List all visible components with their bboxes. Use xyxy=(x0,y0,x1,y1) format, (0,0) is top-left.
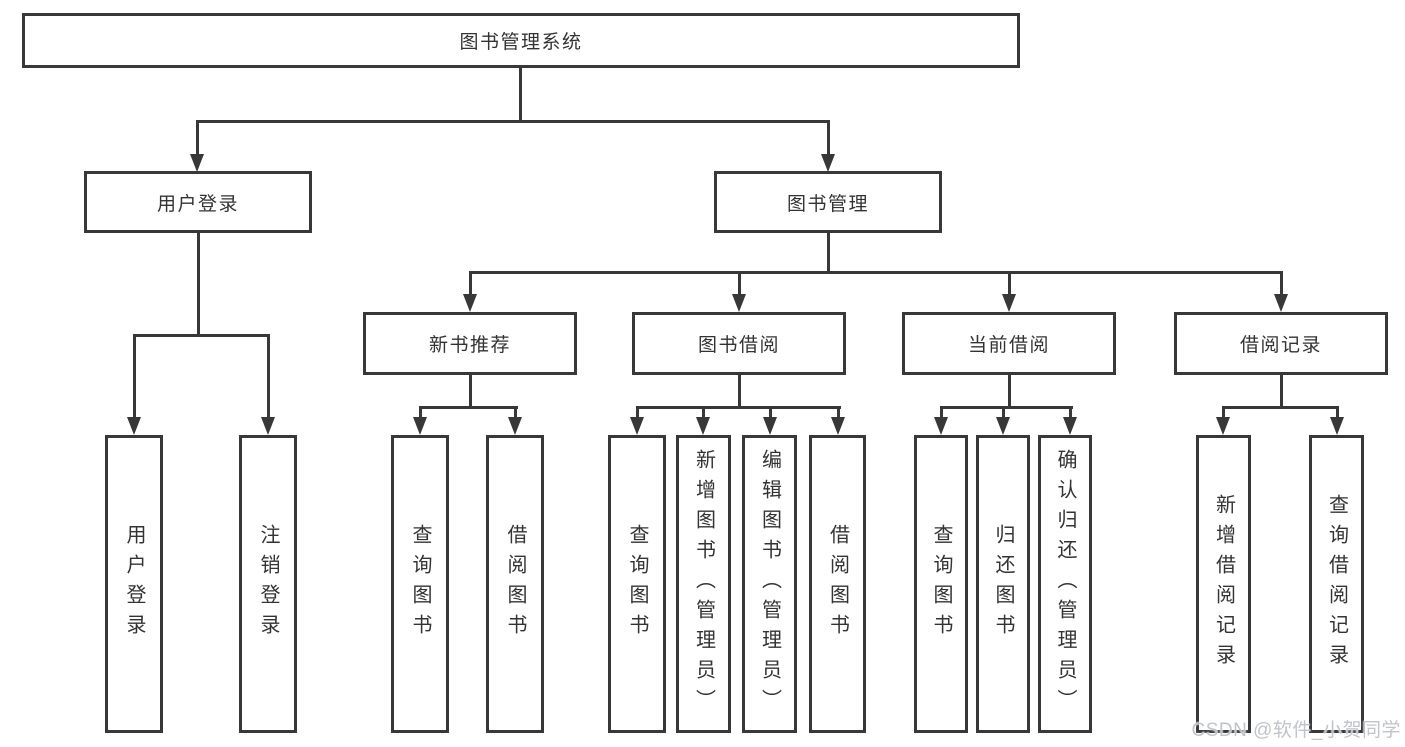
leaf-add-borrow-record: 新增借阅记录 xyxy=(1196,435,1251,733)
leaf-user-login-label: 用户登录 xyxy=(123,524,145,644)
node-user-login-group-label: 用户登录 xyxy=(156,193,239,215)
node-new-books-label: 新书推荐 xyxy=(428,335,511,356)
leaf-query-books-b-label: 查询图书 xyxy=(626,524,648,644)
connector-stem-query-books-a xyxy=(418,406,422,419)
connector-stem-borrow-books-a xyxy=(513,406,517,419)
leaf-borrow-books-a-label: 借阅图书 xyxy=(504,524,526,644)
leaf-return-books: 归还图书 xyxy=(976,435,1030,733)
arrowhead-borrow-books-a xyxy=(507,417,522,435)
connector-stem-confirm-return xyxy=(1068,406,1072,419)
arrowhead-leaf-logout xyxy=(260,417,275,435)
leaf-return-books-label: 归还图书 xyxy=(992,524,1014,644)
connector-stem-leaf-logout xyxy=(266,334,270,418)
connector-stem-edit-books xyxy=(768,406,772,419)
arrowhead-book-mgmt xyxy=(820,154,835,172)
connector-stem-add-books xyxy=(701,406,705,419)
arrowhead-add-books xyxy=(695,417,710,435)
arrowhead-new-books xyxy=(462,294,477,312)
node-book-mgmt: 图书管理 xyxy=(714,171,942,233)
node-borrow-records-label: 借阅记录 xyxy=(1239,335,1322,356)
leaf-query-borrow-record: 查询借阅记录 xyxy=(1309,435,1364,733)
leaf-borrow-books-b: 借阅图书 xyxy=(809,435,866,733)
connector-stem-borrow-books-b xyxy=(836,406,840,419)
arrowhead-query-books-b xyxy=(629,417,644,435)
connector-stem-add-borrow-record xyxy=(1221,406,1225,419)
leaf-edit-books-admin-label: 编辑图书（管理员） xyxy=(758,449,781,719)
leaf-query-books-c: 查询图书 xyxy=(914,435,968,733)
leaf-confirm-return-admin-label: 确认归还（管理员） xyxy=(1054,449,1076,719)
node-book-borrow: 图书借阅 xyxy=(632,312,846,375)
arrowhead-current-borrow xyxy=(1001,294,1016,312)
node-book-mgmt-label: 图书管理 xyxy=(786,193,869,215)
leaf-query-books-a: 查询图书 xyxy=(391,435,449,733)
leaf-add-borrow-record-label: 新增借阅记录 xyxy=(1212,494,1235,674)
leaf-add-books-admin-label: 新增图书（管理员） xyxy=(692,449,715,719)
connector-stem-borrow-records xyxy=(1279,271,1283,296)
connector-stem-query-borrow-record xyxy=(1335,406,1339,419)
csdn-watermark: CSDN @软件_小贺同学 xyxy=(1191,720,1401,741)
connector-current-borrow-trunk xyxy=(1007,375,1011,409)
leaf-confirm-return-admin: 确认归还（管理员） xyxy=(1038,435,1092,733)
arrowhead-query-borrow-record xyxy=(1329,417,1344,435)
arrowhead-add-borrow-record xyxy=(1215,417,1230,435)
connector-user-login-bar xyxy=(132,334,270,337)
connector-stem-leaf-user-login xyxy=(132,334,136,418)
arrowhead-book-borrow xyxy=(731,294,746,312)
node-user-login-group: 用户登录 xyxy=(84,171,312,233)
connector-new-books-trunk xyxy=(468,375,472,409)
connector-stem-user-login xyxy=(195,120,199,156)
connector-current-borrow-bar xyxy=(939,406,1073,409)
connector-book-mgmt-trunk xyxy=(826,232,830,274)
arrowhead-edit-books xyxy=(762,417,777,435)
arrowhead-query-books-a xyxy=(412,417,427,435)
node-book-borrow-label: 图书借阅 xyxy=(697,335,780,356)
node-root: 图书管理系统 xyxy=(22,13,1020,68)
connector-stem-book-mgmt xyxy=(826,120,830,156)
connector-borrow-records-trunk xyxy=(1279,375,1283,409)
connector-book-borrow-trunk xyxy=(737,375,741,409)
arrowhead-user-login xyxy=(189,154,204,172)
connector-stem-query-books-c xyxy=(939,406,943,419)
connector-book-borrow-bar xyxy=(635,406,841,409)
connector-root-trunk xyxy=(519,68,522,120)
arrowhead-leaf-user-login xyxy=(126,417,141,435)
arrowhead-borrow-books-b xyxy=(830,417,845,435)
connector-user-login-trunk xyxy=(196,232,200,337)
node-current-borrow-label: 当前借阅 xyxy=(967,335,1050,356)
leaf-query-borrow-record-label: 查询借阅记录 xyxy=(1325,494,1348,674)
connector-new-books-bar xyxy=(418,406,518,409)
arrowhead-borrow-records xyxy=(1273,294,1288,312)
arrowhead-query-books-c xyxy=(933,417,948,435)
leaf-add-books-admin: 新增图书（管理员） xyxy=(676,435,731,733)
leaf-borrow-books-a: 借阅图书 xyxy=(486,435,544,733)
connector-stem-return-books xyxy=(1001,406,1005,419)
connector-stem-current-borrow xyxy=(1007,271,1011,296)
connector-root-bar xyxy=(196,120,830,123)
arrowhead-confirm-return xyxy=(1062,417,1077,435)
node-root-label: 图书管理系统 xyxy=(459,32,583,53)
connector-stem-new-books xyxy=(468,271,472,296)
leaf-query-books-a-label: 查询图书 xyxy=(409,524,431,644)
node-borrow-records: 借阅记录 xyxy=(1174,312,1388,375)
leaf-borrow-books-b-label: 借阅图书 xyxy=(826,524,849,644)
connector-book-mgmt-bar xyxy=(469,271,1283,274)
arrowhead-return-books xyxy=(995,417,1010,435)
leaf-edit-books-admin: 编辑图书（管理员） xyxy=(742,435,797,733)
node-new-books: 新书推荐 xyxy=(363,312,577,375)
connector-stem-query-books-b xyxy=(635,406,639,419)
node-current-borrow: 当前借阅 xyxy=(902,312,1116,375)
leaf-logout-label: 注销登录 xyxy=(257,524,279,644)
leaf-logout: 注销登录 xyxy=(239,435,297,733)
leaf-query-books-c-label: 查询图书 xyxy=(930,524,952,644)
connector-stem-book-borrow xyxy=(737,271,741,296)
leaf-user-login: 用户登录 xyxy=(105,435,163,733)
leaf-query-books-b: 查询图书 xyxy=(608,435,666,733)
connector-borrow-records-bar xyxy=(1221,406,1339,409)
